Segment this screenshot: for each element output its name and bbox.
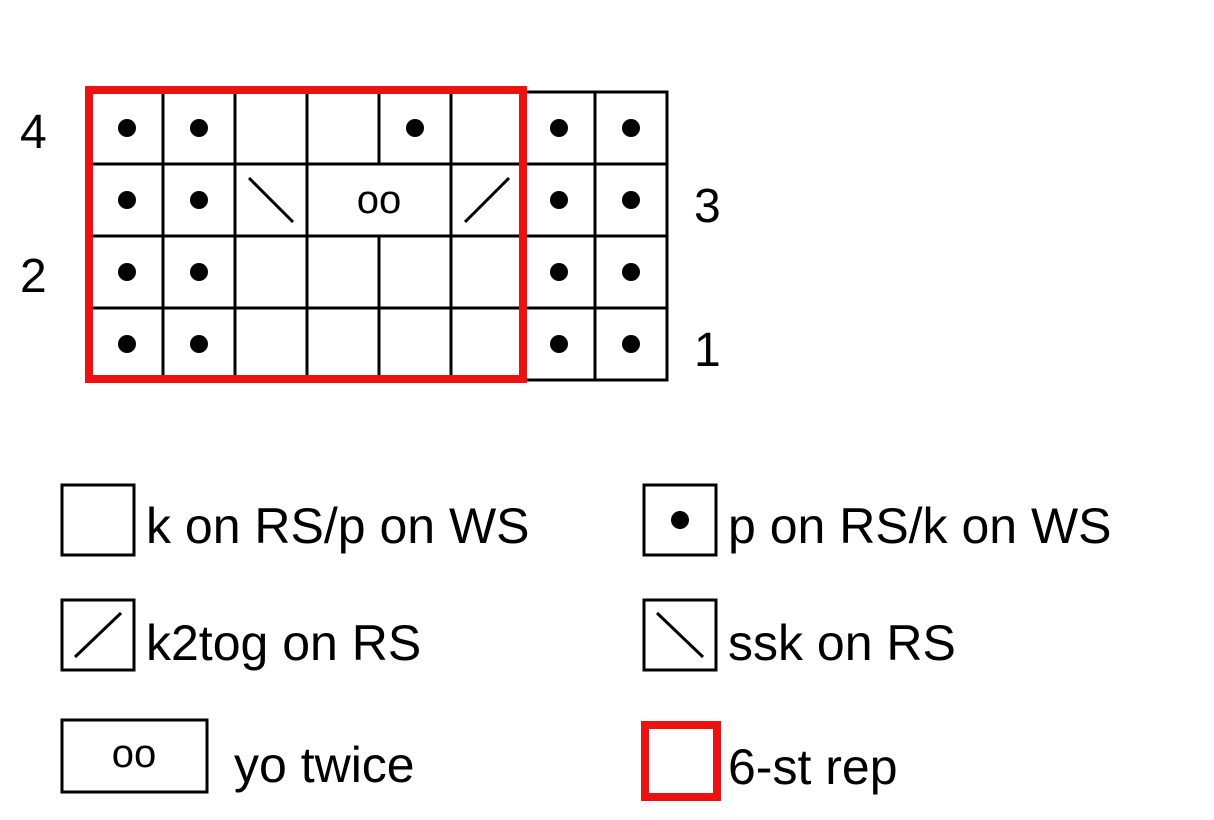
yo-twice-circles-icon: oo [112,732,157,776]
chart-cell-yo2 [305,162,453,238]
purl-dot-icon [190,191,208,209]
purl-dot-icon [550,263,568,281]
legend-label-k2tog: k2tog on RS [146,615,421,671]
ssk-backslash-icon [655,611,705,659]
purl-dot-icon [190,335,208,353]
yo-twice-circles-icon: oo [357,178,402,222]
yo-twice-symbol-icon [60,718,209,794]
chart-cell-k [233,234,309,310]
legend-item-yo-twice: oo yo twice [60,718,415,794]
purl-dot-icon [622,335,640,353]
chart-cell-ssk [233,162,309,238]
row-label-3: 3 [694,180,721,233]
legend-label-purl: p on RS/k on WS [728,498,1112,554]
chart-cell-k [377,234,453,310]
purl-dot-icon [550,119,568,137]
chart-cell-k [377,306,453,382]
chart-cell-k [233,306,309,382]
repeat-symbol-icon [641,721,721,801]
legend-item-ssk: ssk on RS [642,598,956,672]
purl-dot-icon [622,263,640,281]
purl-dot-icon [622,191,640,209]
legend-item-knit: k on RS/p on WS [60,483,530,557]
ssk-backslash-icon [247,176,295,224]
purl-dot-icon [671,511,689,529]
legend: k on RS/p on WS p on RS/k on WS k2tog on… [60,483,1112,801]
chart-cell-k2tog [449,162,525,238]
k2tog-slash-icon [463,176,511,224]
k2tog-slash-icon [73,611,123,659]
purl-dot-icon [118,191,136,209]
legend-label-knit: k on RS/p on WS [146,498,530,554]
row-label-4: 4 [20,106,47,159]
chart-cell-k [449,306,525,382]
chart-grid: oo [89,90,669,382]
legend-item-k2tog: k2tog on RS [60,598,421,672]
chart-cell-k [449,90,525,166]
purl-dot-icon [550,335,568,353]
row-label-2: 2 [20,250,47,303]
repeat-border [85,86,527,383]
chart-cell-k [305,234,381,310]
purl-dot-icon [118,335,136,353]
chart-cell-k [305,306,381,382]
legend-item-repeat: 6-st rep [641,721,898,801]
purl-dot-icon [190,119,208,137]
chart-cell-k [449,234,525,310]
purl-dot-icon [406,119,424,137]
ssk-symbol-icon [642,598,718,672]
purl-dot-icon [118,263,136,281]
legend-label-ssk: ssk on RS [728,615,956,671]
legend-label-yo-twice: yo twice [234,737,415,793]
purl-dot-icon [622,119,640,137]
chart-cell-k [233,90,309,166]
chart-cell-k [305,90,381,166]
knit-symbol-icon [60,483,136,557]
row-label-1: 1 [694,324,721,377]
purl-symbol-icon [642,483,718,557]
purl-dot-icon [550,191,568,209]
legend-item-purl: p on RS/k on WS [642,483,1112,557]
purl-dot-icon [190,263,208,281]
purl-dot-icon [118,119,136,137]
legend-label-repeat: 6-st rep [728,739,898,795]
